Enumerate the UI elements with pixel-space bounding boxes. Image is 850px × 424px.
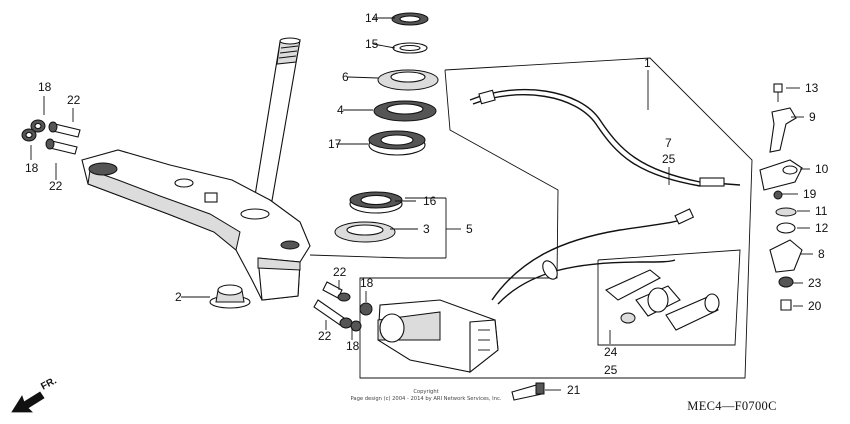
callout-number: 7 bbox=[665, 136, 672, 150]
callout-number: 12 bbox=[815, 221, 829, 235]
front-direction-indicator: FR. bbox=[11, 375, 59, 413]
callout-number: 3 bbox=[423, 222, 430, 236]
callout-c11: 11 bbox=[797, 204, 828, 218]
bolt-21 bbox=[511, 382, 545, 401]
callout-c25b: 25 bbox=[604, 363, 618, 377]
callout-number: 18 bbox=[346, 339, 360, 353]
left-bolts bbox=[21, 119, 81, 155]
callout-c17: 17 bbox=[328, 137, 368, 151]
callout-c14: 14 bbox=[365, 11, 395, 25]
callout-c16: 16 bbox=[395, 194, 437, 208]
callout-c20: 20 bbox=[793, 299, 822, 313]
callout-c18d: 18 bbox=[346, 328, 360, 353]
callout-c5: 5 bbox=[446, 222, 473, 236]
callout-c12: 12 bbox=[797, 221, 829, 235]
callout-c22d: 22 bbox=[318, 320, 332, 343]
callout-c19: 19 bbox=[782, 187, 817, 201]
callout-c2: 2 bbox=[175, 290, 210, 304]
callout-number: 5 bbox=[466, 222, 473, 236]
callout-c15: 15 bbox=[365, 37, 396, 51]
callout-number: 16 bbox=[423, 194, 437, 208]
callout-c10: 10 bbox=[800, 162, 829, 176]
callout-number: 23 bbox=[808, 276, 822, 290]
callout-number: 17 bbox=[328, 137, 342, 151]
callout-number: 13 bbox=[805, 81, 819, 95]
callout-c22c: 22 bbox=[333, 265, 347, 290]
copyright-line-2: Page design (c) 2004 - 2014 by ARI Netwo… bbox=[351, 396, 502, 402]
steering-stem-assembly bbox=[81, 37, 311, 301]
throttle-cables bbox=[469, 88, 741, 305]
callout-c25a: 25 bbox=[662, 152, 676, 185]
callout-c9: 9 bbox=[791, 110, 816, 124]
callout-number: 22 bbox=[333, 265, 347, 279]
leader-line bbox=[347, 76, 379, 79]
callout-number: 15 bbox=[365, 37, 379, 51]
callout-number: 25 bbox=[662, 152, 676, 166]
throttle-grip-kit bbox=[604, 269, 720, 331]
callout-number: 9 bbox=[809, 110, 816, 124]
front-arrow-icon bbox=[11, 391, 45, 413]
right-bracket-parts bbox=[759, 83, 803, 311]
throttle-housing bbox=[377, 299, 499, 374]
callout-number: 18 bbox=[25, 161, 39, 175]
callout-number: 8 bbox=[818, 247, 825, 261]
callout-c8: 8 bbox=[800, 247, 825, 261]
callout-number: 25 bbox=[604, 363, 618, 377]
callout-number: 18 bbox=[360, 276, 374, 290]
bearing-stack bbox=[334, 12, 439, 243]
callout-number: 19 bbox=[803, 187, 817, 201]
callout-number: 2 bbox=[175, 290, 182, 304]
callout-c21: 21 bbox=[545, 383, 581, 397]
callout-c24: 24 bbox=[604, 330, 618, 359]
dust-seal bbox=[209, 284, 251, 309]
callout-number: 6 bbox=[342, 70, 349, 84]
diagram-code: MEC4—F0700C bbox=[687, 399, 776, 413]
callout-number: 1 bbox=[644, 56, 651, 70]
callout-c13: 13 bbox=[786, 81, 819, 95]
front-label: FR. bbox=[39, 375, 59, 392]
callout-c7: 7 bbox=[665, 136, 672, 150]
copyright-line-1: Copyright bbox=[413, 389, 438, 395]
callout-number: 4 bbox=[337, 103, 344, 117]
callout-c18c: 18 bbox=[360, 276, 374, 302]
callout-c3: 3 bbox=[390, 222, 430, 236]
assembly-outline bbox=[309, 57, 753, 379]
callout-number: 22 bbox=[67, 93, 81, 107]
callout-number: 21 bbox=[567, 383, 581, 397]
callout-c18b: 18 bbox=[25, 145, 39, 175]
callout-number: 14 bbox=[365, 11, 379, 25]
callout-c23: 23 bbox=[793, 276, 822, 290]
callout-number: 20 bbox=[808, 299, 822, 313]
callout-c6: 6 bbox=[342, 70, 379, 84]
callout-c1: 1 bbox=[644, 56, 651, 110]
callout-number: 22 bbox=[49, 179, 63, 193]
callout-number: 10 bbox=[815, 162, 829, 176]
callout-c22a: 22 bbox=[67, 93, 81, 122]
callout-number: 24 bbox=[604, 345, 618, 359]
housing-bolts bbox=[313, 281, 373, 332]
callout-number: 11 bbox=[815, 204, 828, 218]
leader-line bbox=[372, 43, 396, 49]
callout-c4: 4 bbox=[337, 103, 373, 117]
callout-c22b: 22 bbox=[49, 163, 63, 193]
callout-number: 22 bbox=[318, 329, 332, 343]
callout-c18a: 18 bbox=[38, 80, 52, 115]
callout-number: 18 bbox=[38, 80, 52, 94]
